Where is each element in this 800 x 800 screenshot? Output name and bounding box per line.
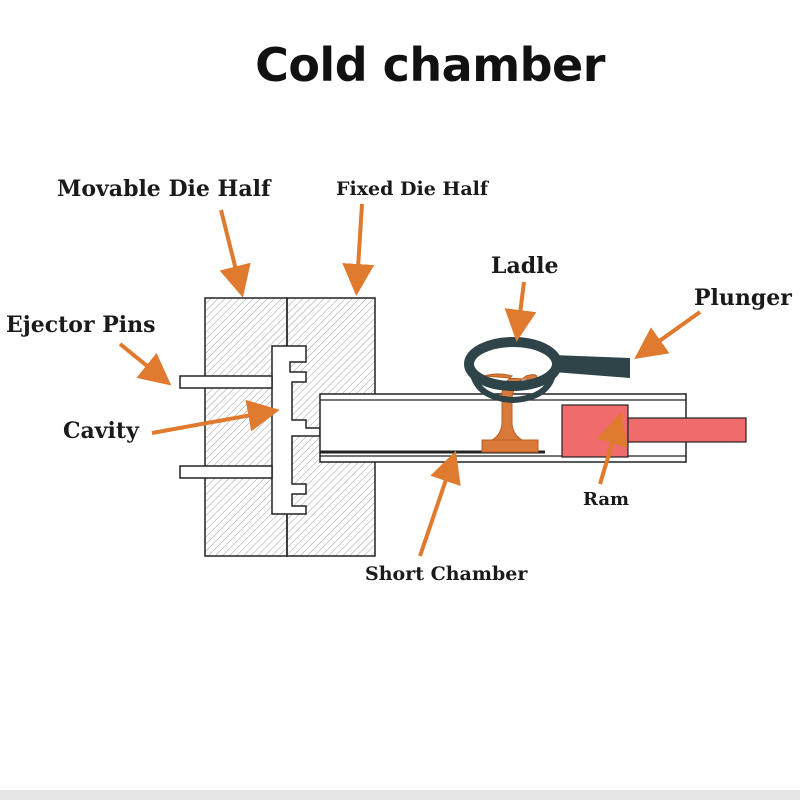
label-ejector-pins: Ejector Pins xyxy=(6,312,156,338)
ejector-pin-upper xyxy=(179,375,273,389)
footer-bar xyxy=(0,790,800,800)
label-ladle: Ladle xyxy=(491,253,559,279)
arrow-fixed-die-half xyxy=(342,203,375,296)
ladle-handle xyxy=(553,355,630,378)
molten-metal-pool xyxy=(481,439,539,453)
ram-rod xyxy=(627,417,747,443)
arrow-plunger xyxy=(634,310,702,359)
label-plunger: Plunger xyxy=(694,285,792,311)
arrow-cavity xyxy=(151,399,280,435)
arrow-ram xyxy=(596,412,628,485)
label-short-chamber: Short Chamber xyxy=(365,563,528,585)
ladle-cup xyxy=(469,369,557,404)
arrow-short-chamber xyxy=(418,450,461,557)
arrow-ejector-pins xyxy=(118,342,172,386)
diagram-title: Cold chamber xyxy=(255,38,605,92)
label-movable-die-half: Movable Die Half xyxy=(57,176,271,202)
label-ram: Ram xyxy=(583,489,630,510)
arrow-ladle xyxy=(504,281,537,342)
label-fixed-die-half: Fixed Die Half xyxy=(336,178,489,200)
label-cavity: Cavity xyxy=(63,418,139,444)
ram-head xyxy=(561,404,629,458)
ejector-pin-lower xyxy=(179,465,273,479)
arrow-movable-die-half xyxy=(219,209,251,298)
